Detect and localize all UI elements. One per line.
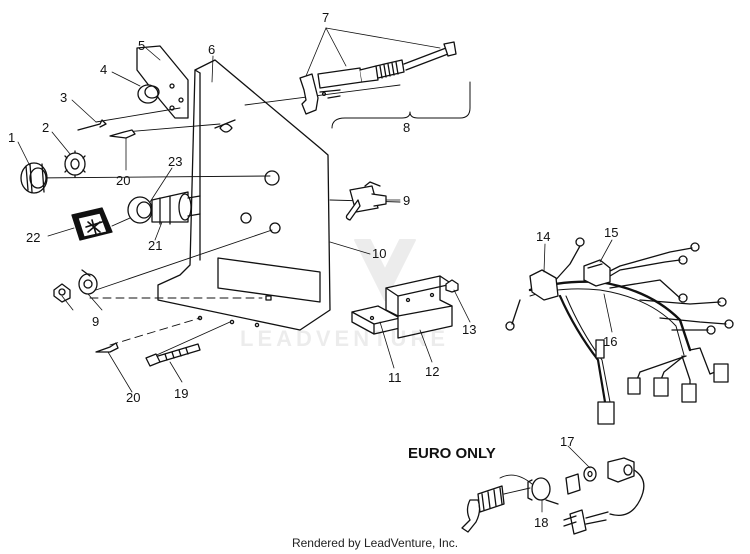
callout-leaders [17,27,613,513]
watermark-logo [354,239,416,301]
terminal-20-upper [109,129,136,139]
footer-credit: Rendered by LeadVenture, Inc. [291,536,459,550]
callout-numbers: 1 2 3 4 5 6 7 8 9 9 10 11 12 13 14 15 16… [8,10,618,530]
euro-parts [461,457,645,535]
euro-only-label: EURO ONLY [408,445,496,462]
callout-4: 4 [100,62,107,77]
callout-13: 13 [462,322,476,337]
connector-14 [529,269,559,301]
bolt-19 [145,343,201,367]
callout-7: 7 [322,10,329,25]
mount-block-12 [385,275,453,339]
callout-16: 16 [603,334,617,349]
callout-5: 5 [138,38,145,53]
wire-harness-16 [505,237,734,425]
callout-12: 12 [425,364,439,379]
callout-19: 19 [174,386,188,401]
callout-10: 10 [372,246,386,261]
callout-14: 14 [536,229,550,244]
nut-1 [20,162,48,194]
callout-8: 8 [403,120,410,135]
nut-washer-9 [53,269,98,303]
callout-1: 1 [8,130,15,145]
terminal-20-lower [95,342,119,353]
callout-9-right: 9 [403,193,410,208]
washer-2 [64,150,86,178]
callout-2: 2 [42,120,49,135]
callout-23: 23 [168,154,182,169]
bracket-8 [331,81,471,129]
callout-20-upper: 20 [116,173,130,188]
callout-18: 18 [534,515,548,530]
nut-13 [445,279,459,293]
callout-9-left: 9 [92,314,99,329]
callout-22: 22 [26,230,40,245]
switch-21 [127,191,201,225]
callout-21: 21 [148,238,162,253]
callout-6: 6 [208,42,215,57]
toggle-switch-9 [345,181,387,221]
callout-15: 15 [604,225,618,240]
indicator-lamp [136,45,189,119]
connector-15 [583,259,611,287]
callout-17: 17 [560,434,574,449]
callout-11: 11 [388,370,402,385]
cable-assembly-7 [299,41,457,115]
screw-3 [77,119,107,131]
callout-3: 3 [60,90,67,105]
watermark-text: LEADVENTURE [240,326,449,351]
switch-button-22 [71,207,131,241]
callout-20-lower: 20 [126,390,140,405]
dash-panel [157,59,331,331]
